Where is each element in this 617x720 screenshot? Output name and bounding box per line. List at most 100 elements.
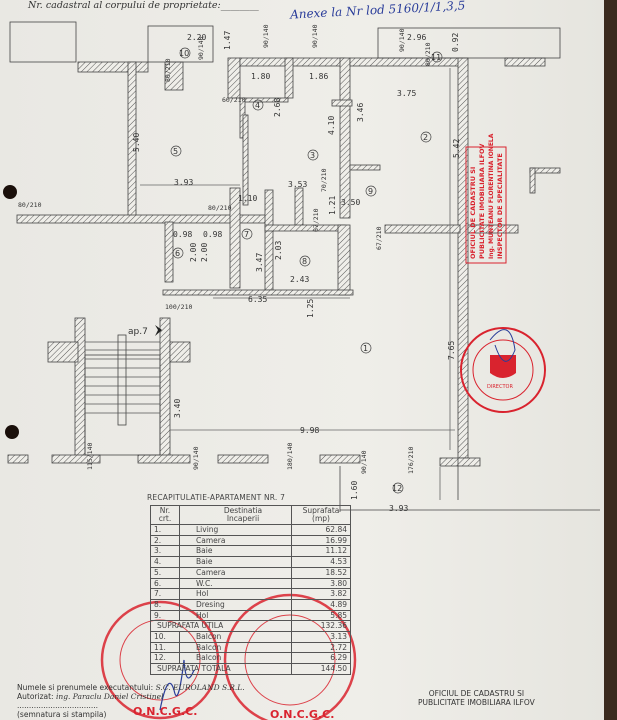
dimension: 0.98 <box>203 230 222 239</box>
dimension-labels: 2.20 1.47 2.96 0.92 1.80 1.86 3.75 2.68 … <box>132 31 461 513</box>
table-cell: 16.99 <box>291 534 351 547</box>
ancpi-round-stamp: DIRECTOR <box>460 327 546 413</box>
executant-label: Numele si prenumele executantului: <box>17 683 154 692</box>
dimension: 1.10 <box>238 194 257 203</box>
room-number: 2 <box>423 133 428 142</box>
dimension: 3.47 <box>255 253 264 272</box>
table-cell: Baie <box>179 545 292 558</box>
dimension: 3.50 <box>341 198 360 207</box>
dimension: 1.25 <box>306 299 315 318</box>
room-number: 9 <box>368 187 373 196</box>
dimension: 5.42 <box>452 139 461 158</box>
punch-hole <box>5 425 19 439</box>
signature <box>489 329 516 362</box>
door-size-label: 80/210 <box>208 204 232 212</box>
dimension: 1.80 <box>251 72 270 81</box>
dimension: 7.65 <box>447 341 456 360</box>
room-number: 8 <box>302 257 307 266</box>
svg-text:OFICIUL DE CADASTRU SI: OFICIUL DE CADASTRU SI <box>469 167 477 259</box>
table-cell: Baie <box>179 556 292 568</box>
room-number: 7 <box>244 230 249 239</box>
apartment-label: ap.7 <box>128 327 148 337</box>
room-number: 10 <box>179 49 189 58</box>
svg-text:INSPECTOR DE SPECIALITATE: INSPECTOR DE SPECIALITATE <box>496 153 504 259</box>
door-size-label: 80/210 <box>424 42 432 66</box>
table-header: Nr. crt. Destinatia Incaperii Suprafata … <box>150 505 351 525</box>
room-number: 12 <box>392 484 402 493</box>
table-cell: W.C. <box>179 577 292 590</box>
table-cell: Dresing <box>179 598 292 611</box>
table-cell: 4.53 <box>291 556 351 568</box>
table-cell: 6. <box>150 577 180 590</box>
office-line2: PUBLICITATE IMOBILIARA ILFOV <box>418 698 535 707</box>
room-number: 1 <box>363 344 368 353</box>
entrance-arrow-icon <box>155 325 162 336</box>
dimension: 9.98 <box>300 426 319 435</box>
table-cell: 4. <box>150 556 180 568</box>
door-size-label: 90/140 <box>262 24 270 48</box>
dimension: 2.96 <box>407 33 426 42</box>
table-cell: Hol <box>179 609 292 622</box>
signature <box>159 659 195 711</box>
recap-table: Nr. crt. Destinatia Incaperii Suprafata … <box>150 505 351 675</box>
dimension: 3.40 <box>173 399 182 418</box>
col-destinatia: Destinatia Incaperii <box>179 505 292 525</box>
table-cell: 7. <box>150 588 180 600</box>
dimension: 4.10 <box>327 116 336 135</box>
door-size-label: 80/210 <box>18 201 42 209</box>
dimension: 0.98 <box>173 230 192 239</box>
table-cell: Camera <box>179 566 292 579</box>
table-cell: Balcon <box>179 652 292 665</box>
room-numbers: 1 2 3 4 5 6 7 8 9 10 11 12 <box>170 47 443 494</box>
door-size-label: 90/140 <box>398 28 406 52</box>
dimension: 2.68 <box>273 98 282 117</box>
authorized-value: ing. Paraclu Daniel Cristinel <box>55 692 164 701</box>
table-cell: 4.89 <box>291 598 351 611</box>
col-nr: Nr. crt. <box>150 505 180 525</box>
table-cell: 3.80 <box>291 577 351 590</box>
door-size-label: 90/140 <box>360 450 368 474</box>
table-cell: 3. <box>150 545 180 558</box>
room-number: 5 <box>173 147 178 156</box>
table-cell: 10. <box>150 631 180 643</box>
executant-block: Numele si prenumele executantului: S.C. … <box>17 683 245 719</box>
door-size-label: 90/140 <box>311 24 319 48</box>
dimension: 3.93 <box>174 178 193 187</box>
punch-hole <box>3 185 17 199</box>
dimension: 6.35 <box>248 295 267 304</box>
table-cell: 5. <box>150 566 180 579</box>
table-cell: 3.13 <box>291 631 351 643</box>
table-cell: SUPRAFATA UTILA <box>150 620 292 633</box>
dimension: 0.92 <box>451 33 460 52</box>
dimension: 3.93 <box>389 504 408 513</box>
table-cell: 11.12 <box>291 545 351 558</box>
room-number: 11 <box>431 53 441 62</box>
signature-dots: .................................. <box>17 701 99 710</box>
svg-text:DIRECTOR: DIRECTOR <box>487 384 513 390</box>
door-size-label: 60/210 <box>222 96 246 104</box>
executant-value: S.C. EUROLAND S.R.L. <box>155 683 245 692</box>
dimension: 1.86 <box>309 72 328 81</box>
table-cell: Balcon <box>179 641 292 654</box>
table-cell: 1. <box>150 524 180 536</box>
table-cell: 3.82 <box>291 588 351 600</box>
door-size-label: 67/210 <box>312 208 320 232</box>
table-cell: 62.84 <box>291 524 351 536</box>
office-line1: OFICIUL DE CADASTRU SI <box>428 689 525 698</box>
office-block: OFICIUL DE CADASTRU SI PUBLICITATE IMOBI… <box>418 689 535 707</box>
col-suprafata: Suprafata (mp) <box>291 505 351 525</box>
table-cell: 2. <box>150 534 180 547</box>
dimension: 2.43 <box>290 275 309 284</box>
door-size-label: 90/140 <box>192 446 200 470</box>
walls <box>7 57 561 467</box>
door-size-label: 67/210 <box>375 226 383 250</box>
door-size-label: 80/210 <box>164 58 172 82</box>
door-size-label: 100/210 <box>165 303 192 311</box>
table-cell: 132.36 <box>291 620 351 633</box>
